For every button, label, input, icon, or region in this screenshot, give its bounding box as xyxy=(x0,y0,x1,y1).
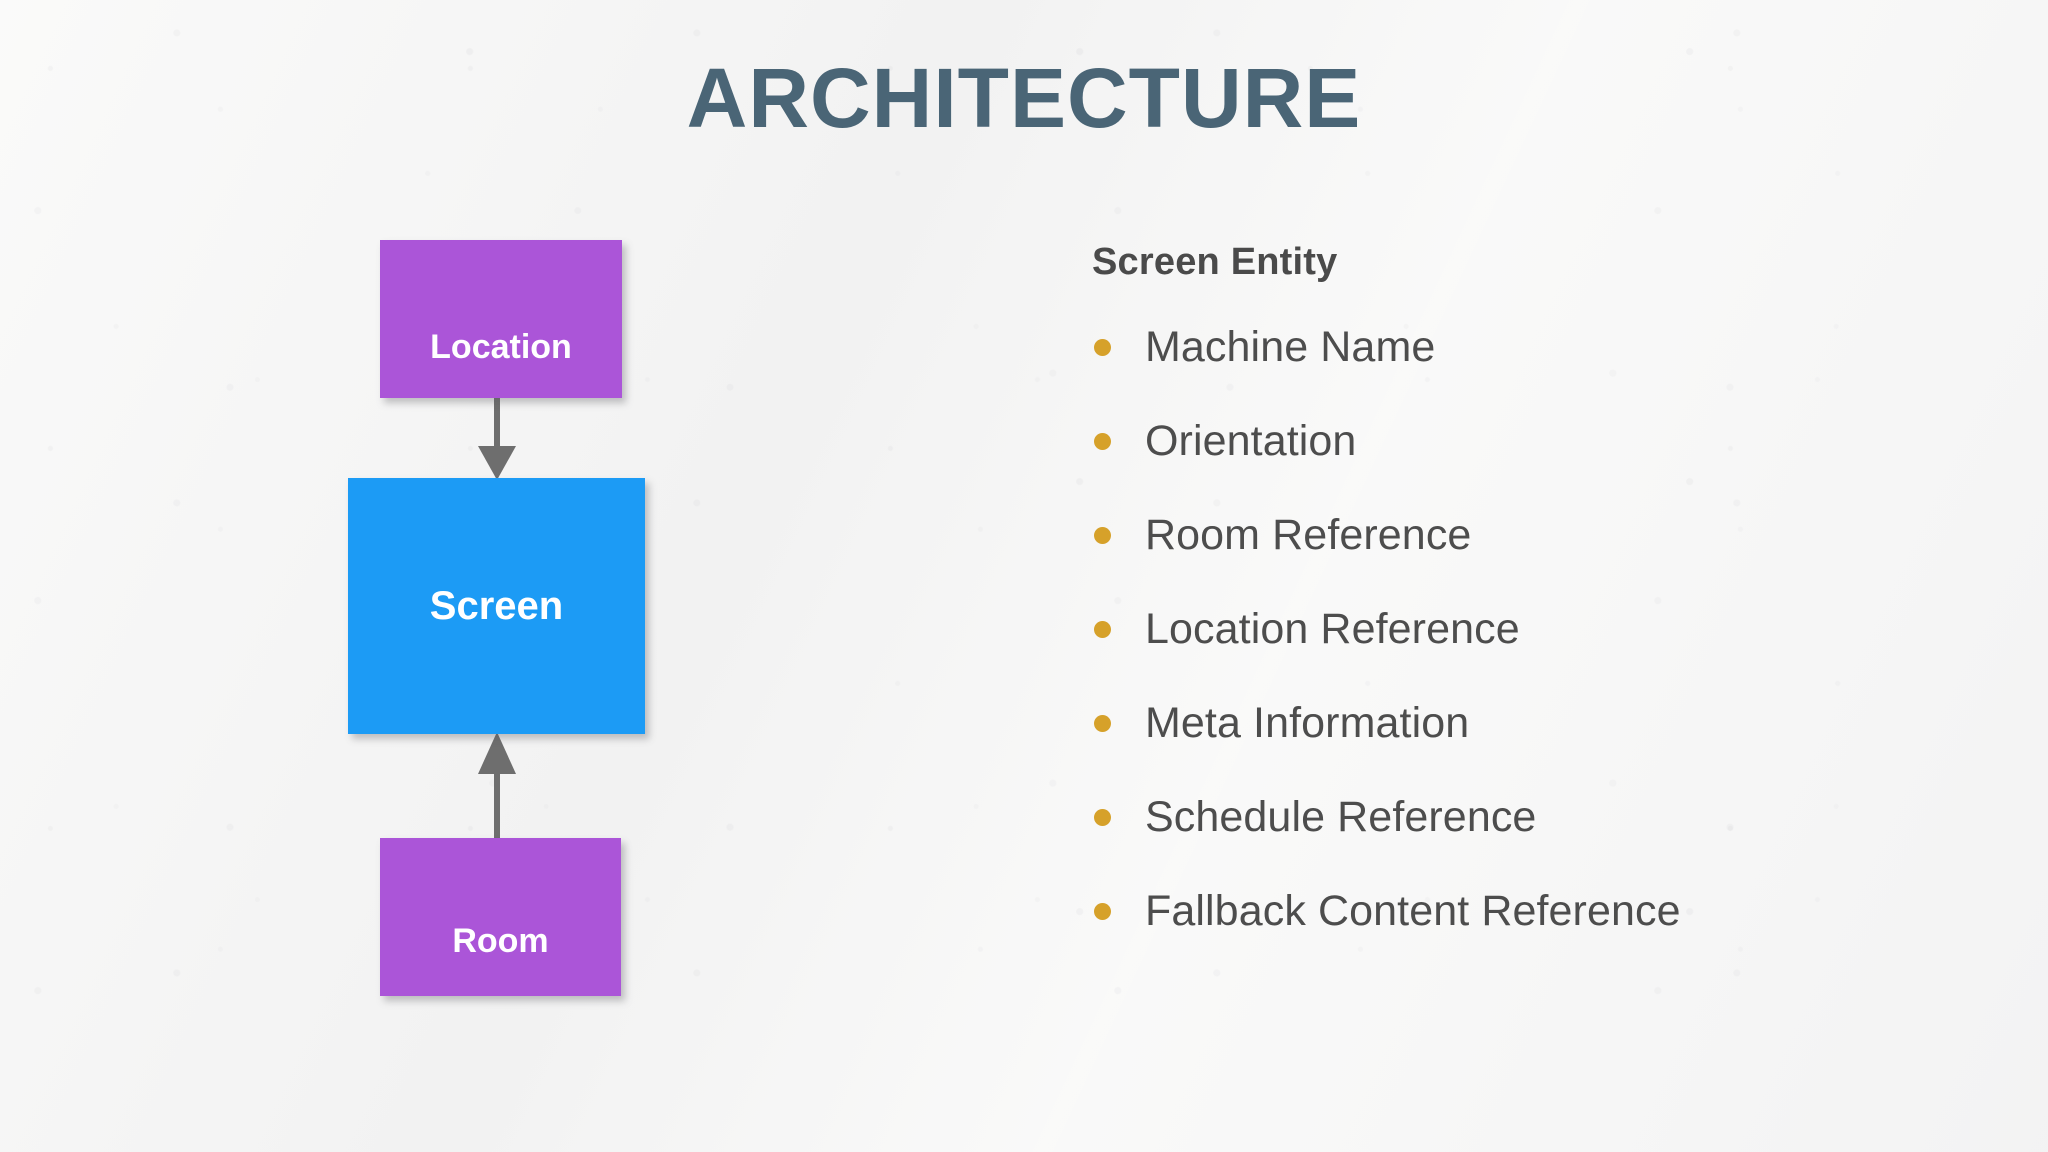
list-item: Machine Name xyxy=(1092,312,1992,384)
list-item: Room Reference xyxy=(1092,500,1992,572)
bullet-dot-icon xyxy=(1094,527,1111,545)
list-item-label: Schedule Reference xyxy=(1145,793,1537,842)
diagram-node-screen-label: Screen xyxy=(429,583,564,628)
entity-attribute-list: Machine Name Orientation Room Reference … xyxy=(1092,312,1992,948)
list-item-label: Room Reference xyxy=(1145,511,1472,560)
bullet-dot-icon xyxy=(1094,621,1111,639)
bullet-dot-icon xyxy=(1094,715,1111,733)
list-item-label: Meta Information xyxy=(1145,699,1470,748)
list-item: Orientation xyxy=(1092,406,1992,478)
entity-panel-heading: Screen Entity xyxy=(1092,241,1338,283)
screen-entity-panel: Screen Entity Machine Name Orientation R… xyxy=(1092,240,1992,970)
diagram-node-screen[interactable]: Screen xyxy=(348,478,645,734)
bullet-dot-icon xyxy=(1094,339,1111,357)
architecture-diagram: Location Screen Room xyxy=(0,0,1000,1152)
diagram-node-location[interactable]: Location xyxy=(380,240,622,398)
connector-room-to-screen xyxy=(478,732,516,842)
list-item: Fallback Content Reference xyxy=(1092,876,1992,948)
list-item-label: Machine Name xyxy=(1145,323,1436,372)
bullet-dot-icon xyxy=(1094,809,1111,827)
list-item-label: Orientation xyxy=(1145,417,1357,466)
bullet-dot-icon xyxy=(1094,433,1111,451)
list-item-label: Location Reference xyxy=(1145,605,1520,654)
list-item: Meta Information xyxy=(1092,688,1992,760)
list-item: Schedule Reference xyxy=(1092,782,1992,854)
page-title: ARCHITECTURE xyxy=(686,51,1362,145)
connector-location-to-screen xyxy=(478,396,516,480)
diagram-node-room[interactable]: Room xyxy=(380,838,621,996)
bullet-dot-icon xyxy=(1094,903,1111,921)
diagram-node-location-label: Location xyxy=(430,327,572,366)
list-item-label: Fallback Content Reference xyxy=(1145,887,1681,936)
diagram-node-room-label: Room xyxy=(452,921,549,960)
list-item: Location Reference xyxy=(1092,594,1992,666)
